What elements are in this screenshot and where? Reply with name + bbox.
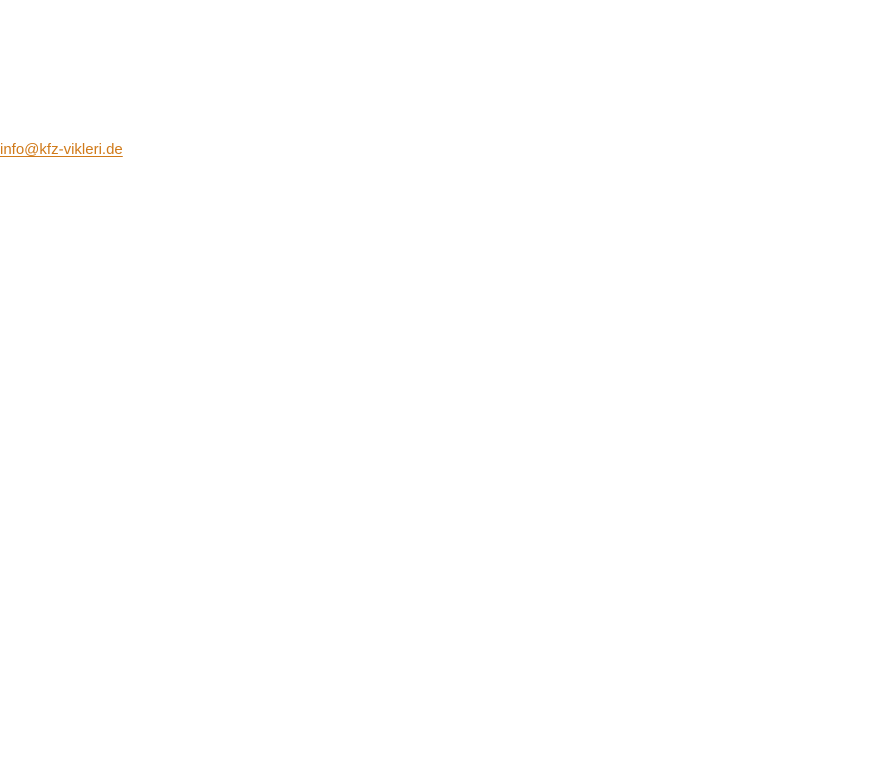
- email-link[interactable]: info@kfz-vikleri.de: [0, 141, 123, 158]
